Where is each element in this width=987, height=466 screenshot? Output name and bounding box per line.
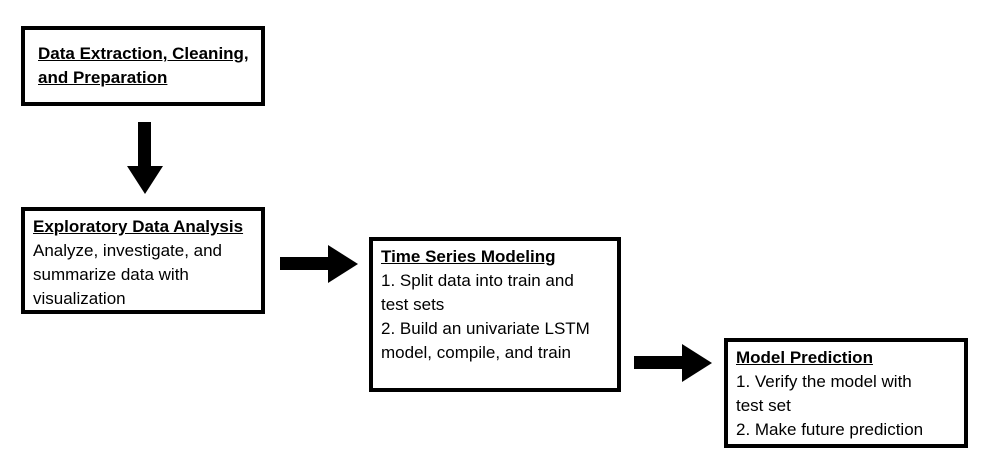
box-data-extraction: Data Extraction, Cleaning, and Preparati… — [21, 26, 265, 106]
box-model-prediction: Model Prediction 1. Verify the model wit… — [724, 338, 968, 448]
box-modeling-line: model, compile, and train — [381, 343, 571, 362]
box-time-series-modeling: Time Series Modeling 1. Split data into … — [369, 237, 621, 392]
box-modeling-line: 2. Build an univariate LSTM — [381, 319, 590, 338]
right-arrow-icon — [634, 344, 712, 382]
box-eda-line: Analyze, investigate, and — [33, 241, 223, 260]
right-arrow-shaft — [280, 257, 330, 270]
box-modeling-title: Time Series Modeling — [381, 247, 556, 266]
box-eda-line: visualization — [33, 289, 126, 308]
box-prediction-title: Model Prediction — [736, 348, 873, 367]
right-arrow-icon — [280, 245, 358, 283]
right-arrow-head — [328, 245, 358, 283]
down-arrow-shaft — [138, 122, 151, 168]
right-arrow-shaft — [634, 356, 684, 369]
box-prediction-line: test set — [736, 396, 791, 415]
box-modeling-line: test sets — [381, 295, 445, 314]
box-data-extraction-title-line2: and Preparation — [38, 68, 168, 87]
box-eda-line: summarize data with — [33, 265, 189, 284]
box-prediction-line: 2. Make future prediction — [736, 420, 924, 439]
box-exploratory-data-analysis: Exploratory Data Analysis Analyze, inves… — [21, 207, 265, 314]
right-arrow-head — [682, 344, 712, 382]
down-arrow-head — [127, 166, 163, 194]
box-eda-title: Exploratory Data Analysis — [33, 217, 244, 236]
box-prediction-line: 1. Verify the model with — [736, 372, 912, 391]
box-modeling-line: 1. Split data into train and — [381, 271, 574, 290]
box-data-extraction-title-line1: Data Extraction, Cleaning, — [38, 44, 249, 63]
down-arrow-icon — [127, 122, 163, 194]
